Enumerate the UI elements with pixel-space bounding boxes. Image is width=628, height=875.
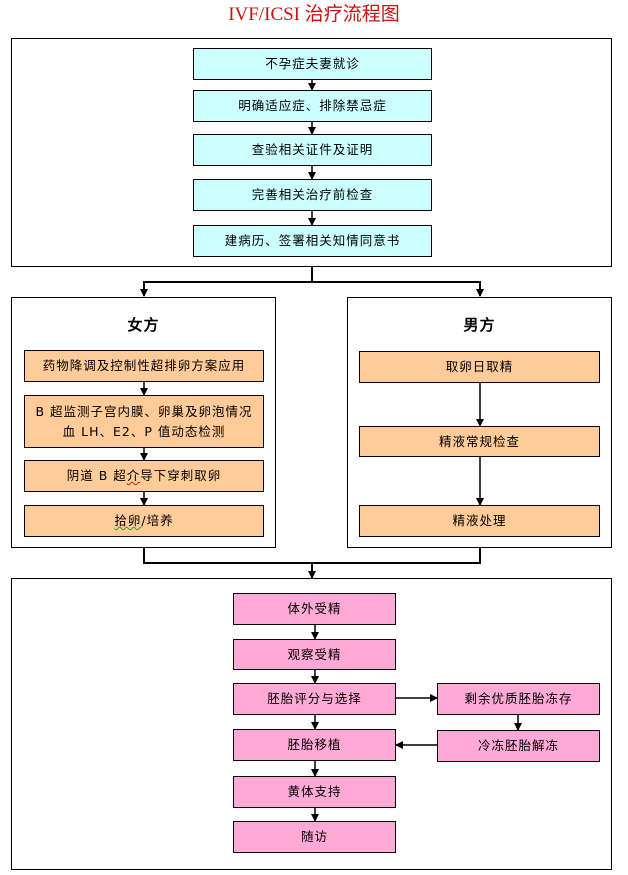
lab-step-observe-fertilization[interactable]: 观察受精 [233,639,396,670]
step-label: 精液常规检查 [438,433,520,449]
intake-step-documents[interactable]: 查验相关证件及证明 [193,134,432,166]
male-step-semen-analysis[interactable]: 精液常规检查 [359,426,600,457]
lab-step-ivf[interactable]: 体外受精 [233,593,396,625]
step-label: 拾卵/培养 [114,511,173,531]
step-label: 阴道 B 超介导下穿刺取卵 [67,466,222,486]
lab-step-embryo-grading[interactable]: 胚胎评分与选择 [233,683,396,715]
step-label: 药物降调及控制性超排卵方案应用 [42,358,246,373]
lab-step-embryo-thawing[interactable]: 冷冻胚胎解冻 [437,730,600,762]
step-label: 不孕症夫妻就诊 [265,56,360,71]
male-step-sperm-collection[interactable]: 取卵日取精 [359,351,600,383]
lab-step-embryo-cryopreservation[interactable]: 剩余优质胚胎冻存 [437,683,600,715]
lab-step-embryo-transfer[interactable]: 胚胎移植 [233,729,396,761]
merge-connector [143,548,481,564]
lab-step-luteal-support[interactable]: 黄体支持 [233,776,396,808]
step-label-part: 导下穿刺取卵 [140,468,222,483]
step-label: 剩余优质胚胎冻存 [464,691,573,706]
step-label-line1: B 超监测子宫内膜、卵巢及卵泡情况 [35,403,253,419]
step-label: 精液处理 [452,513,507,528]
step-label: 取卵日取精 [445,359,514,374]
step-label: 观察受精 [287,646,342,662]
male-step-semen-processing[interactable]: 精液处理 [359,505,600,537]
split-connector [312,281,484,297]
step-label: 冷冻胚胎解冻 [477,738,559,753]
lab-step-follow-up[interactable]: 随访 [233,821,396,853]
intake-step-pretreatment-exam[interactable]: 完善相关治疗前检查 [193,179,432,211]
step-label: 体外受精 [287,601,342,616]
intake-step-consent[interactable]: 建病历、签署相关知情同意书 [193,225,432,257]
step-label-part: 拾卵 [114,513,142,528]
step-label-part: 介 [126,468,141,483]
step-label-part: 阴道 B 超 [66,468,127,483]
intake-step-indications[interactable]: 明确适应症、排除禁忌症 [193,90,432,122]
split-connector [140,267,313,297]
step-label: 建病历、签署相关知情同意书 [224,233,401,248]
step-label: 胚胎移植 [287,737,342,752]
female-step-stimulation[interactable]: 药物降调及控制性超排卵方案应用 [24,350,264,382]
male-heading: 男方 [463,316,496,334]
female-step-egg-culture[interactable]: 拾卵/培养 [24,505,264,537]
intake-step-visit[interactable]: 不孕症夫妻就诊 [193,48,432,80]
step-label: 黄体支持 [287,784,342,799]
step-label: 明确适应症、排除禁忌症 [238,98,387,113]
step-label: 随访 [300,829,328,844]
female-heading: 女方 [127,316,160,334]
chart-title: IVF/ICSI 治疗流程图 [228,4,400,25]
step-label: 胚胎评分与选择 [267,691,362,706]
female-step-egg-retrieval[interactable]: 阴道 B 超介导下穿刺取卵 [24,460,264,492]
step-label: 查验相关证件及证明 [251,142,374,157]
step-label: 完善相关治疗前检查 [251,187,374,202]
step-label-line2: 血 LH、E2、P 值动态检测 [62,423,226,439]
female-step-monitoring[interactable]: B 超监测子宫内膜、卵巢及卵泡情况 血 LH、E2、P 值动态检测 [24,395,264,448]
step-label-part: /培养 [141,513,174,528]
